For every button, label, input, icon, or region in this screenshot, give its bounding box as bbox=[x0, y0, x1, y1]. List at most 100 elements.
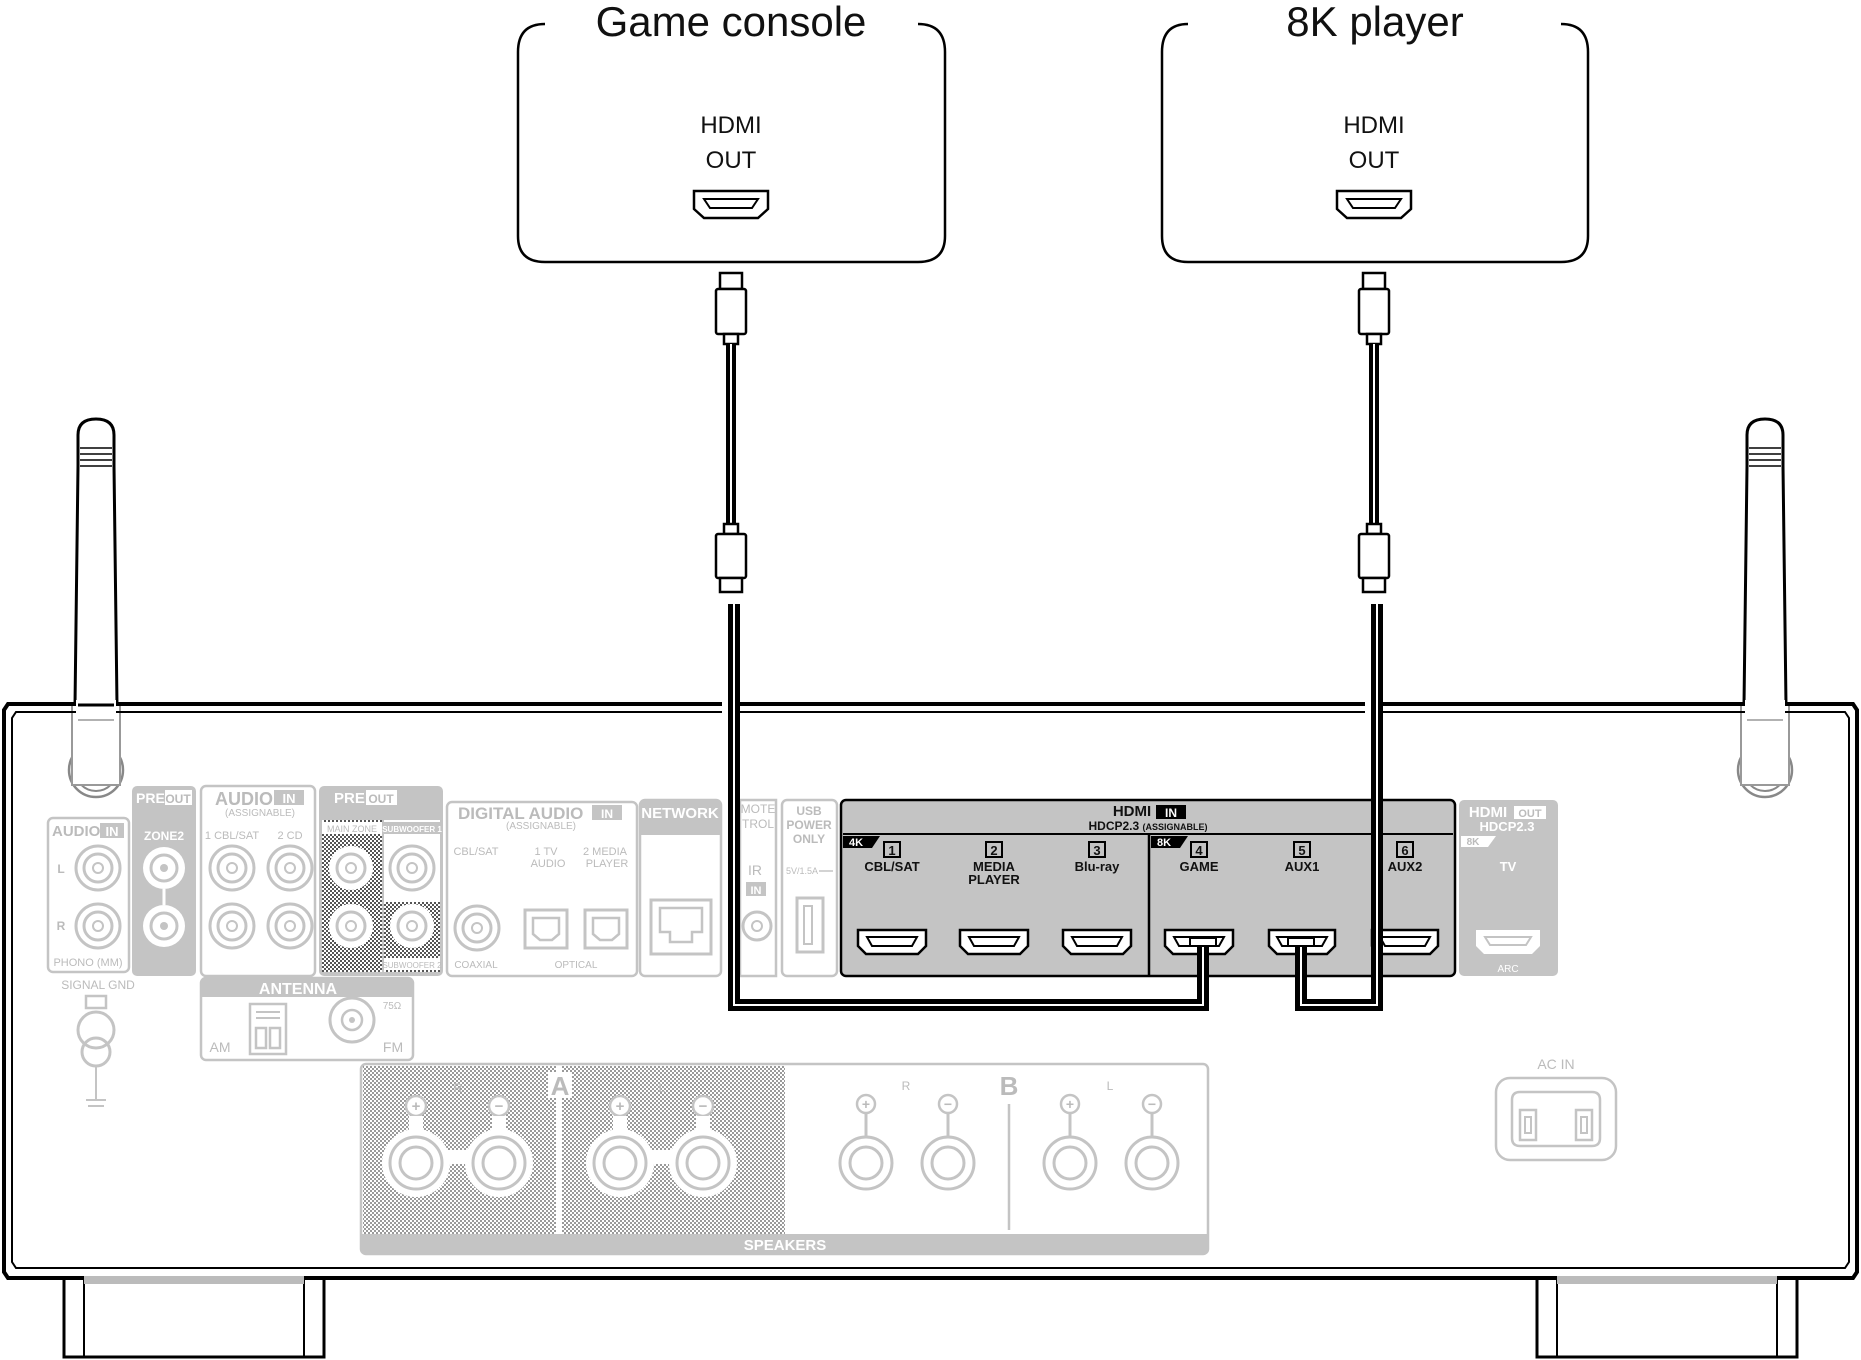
antenna-left bbox=[67, 417, 125, 799]
hdmi-input-1-label: CBL/SAT bbox=[864, 859, 919, 874]
audio-in-cbl-jack-left[interactable] bbox=[208, 844, 256, 892]
svg-text:−: − bbox=[1148, 1096, 1156, 1112]
digital-mp-label-2: PLAYER bbox=[586, 858, 629, 870]
hdmi-in-hdcp: HDCP2.3 (ASSIGNABLE) bbox=[1088, 819, 1207, 833]
hdmi-out-section: HDMI OUT HDCP2.3 8K TV ARC bbox=[1459, 800, 1558, 976]
coaxial-jack[interactable] bbox=[453, 904, 501, 952]
cable-route-8k-player-to-aux1-input bbox=[1287, 604, 1383, 1011]
zone2-label: ZONE2 bbox=[144, 829, 184, 843]
antenna-fm-label: FM bbox=[383, 1039, 403, 1055]
fm-antenna-connector[interactable] bbox=[328, 996, 376, 1044]
audio-in-cbl-label: 1 CBL/SAT bbox=[205, 830, 259, 842]
subwoofer1-label: SUBWOOFER 1 bbox=[382, 825, 442, 834]
pre-out-section: PRE OUT MAIN ZONE SUBWOOFER 1 SUBWOOFER … bbox=[319, 786, 443, 976]
optical-media-player-jack[interactable] bbox=[583, 908, 629, 950]
hdmi-input-3-num: 3 bbox=[1093, 843, 1100, 858]
speaker-a-r-terminals[interactable]: + − bbox=[382, 1094, 533, 1197]
optical-tv-audio-jack[interactable] bbox=[523, 908, 569, 950]
ac-in-label: AC IN bbox=[1537, 1056, 1574, 1072]
svg-text:−: − bbox=[495, 1098, 504, 1115]
audio-in-left-label: L bbox=[57, 862, 64, 876]
game-console-port-label-2: OUT bbox=[706, 147, 757, 174]
audio-in-badge: IN bbox=[106, 824, 119, 839]
remote-control-section: MOTE TROL IR IN bbox=[738, 798, 778, 978]
pre-out-badge: OUT bbox=[368, 792, 394, 806]
8k-player-hdmi-out-port[interactable] bbox=[1335, 189, 1413, 220]
remote-label-1: MOTE bbox=[741, 802, 776, 816]
hdmi-in-title: HDMI bbox=[1113, 803, 1151, 820]
hdmi-input-6-aux2[interactable]: 6 AUX2 bbox=[1370, 841, 1440, 956]
phono-jack-left[interactable] bbox=[74, 844, 122, 892]
digital-audio-in-section: DIGITAL AUDIO IN (ASSIGNABLE) CBL/SAT 1 … bbox=[445, 800, 639, 978]
zone2-jack-right[interactable] bbox=[143, 905, 185, 947]
hdmi-cable-game-console bbox=[714, 271, 748, 594]
zone2-jack-left[interactable] bbox=[143, 847, 185, 889]
usb-label-2: POWER bbox=[786, 818, 832, 832]
hdmi-out-tv-label: TV bbox=[1500, 859, 1517, 874]
antenna-title: ANTENNA bbox=[259, 981, 338, 998]
game-console-hdmi-out-port[interactable] bbox=[692, 189, 770, 220]
coaxial-label: COAXIAL bbox=[454, 960, 498, 971]
speaker-terminals-section: SPEAKERS A B R L R L + − + − bbox=[359, 1062, 1210, 1256]
game-console-port-label-1: HDMI bbox=[700, 112, 761, 139]
audio-in-cd-jack-left[interactable] bbox=[266, 844, 314, 892]
usb-power-section: USB POWER ONLY 5V/1.5A bbox=[780, 798, 839, 978]
ac-in-section: AC IN bbox=[1494, 1056, 1618, 1162]
remote-in-label: IN bbox=[751, 885, 762, 897]
speaker-b-r-terminals[interactable]: + − bbox=[838, 1093, 976, 1191]
digital-audio-title: DIGITAL AUDIO bbox=[458, 804, 583, 823]
pre-out-title: PRE bbox=[334, 790, 365, 807]
speakers-b-r-label: R bbox=[902, 1079, 911, 1093]
usb-label-1: USB bbox=[796, 804, 822, 818]
hdmi-input-1[interactable]: 1 CBL/SAT bbox=[856, 841, 928, 956]
subwoofer2-jack[interactable] bbox=[390, 904, 434, 948]
hdmi-in-hdcp-text: HDCP2.3 bbox=[1088, 819, 1139, 833]
main-zone-jack-left[interactable] bbox=[329, 846, 373, 890]
audio-in-assignable-badge: IN bbox=[283, 791, 296, 806]
optical-label: OPTICAL bbox=[555, 960, 598, 971]
8k-player-port-label-2: OUT bbox=[1349, 147, 1400, 174]
subwoofer1-jack[interactable] bbox=[388, 844, 436, 892]
remote-label-2: TROL bbox=[742, 817, 774, 831]
ac-in-inlet[interactable] bbox=[1494, 1076, 1618, 1162]
svg-text:+: + bbox=[412, 1098, 421, 1115]
hdmi-input-5-num: 5 bbox=[1298, 843, 1305, 858]
hdmi-out-hdcp: HDCP2.3 bbox=[1480, 819, 1535, 834]
phono-jack-right[interactable] bbox=[74, 902, 122, 950]
signal-gnd-label: SIGNAL GND bbox=[61, 978, 135, 992]
hdmi-cable-8k-player bbox=[1357, 271, 1391, 594]
hdmi-in-8k-tag: 8K bbox=[1157, 837, 1171, 849]
pre-out-zone2-section: PRE OUT ZONE2 bbox=[132, 786, 196, 976]
svg-text:+: + bbox=[862, 1096, 870, 1112]
main-zone-jack-right[interactable] bbox=[329, 904, 373, 948]
usb-port[interactable] bbox=[795, 896, 825, 954]
svg-text:−: − bbox=[699, 1098, 708, 1115]
hdmi-out-tv-port[interactable] bbox=[1476, 930, 1540, 954]
speaker-b-l-terminals[interactable]: + − bbox=[1042, 1093, 1180, 1191]
audio-in-right-label: R bbox=[57, 919, 66, 933]
speakers-a-label: A bbox=[551, 1071, 570, 1101]
hdmi-input-2-label-2: PLAYER bbox=[968, 872, 1020, 887]
usb-rating: 5V/1.5A bbox=[786, 866, 818, 876]
antenna-right bbox=[1736, 417, 1794, 799]
hdmi-input-2[interactable]: 2 MEDIA PLAYER bbox=[958, 841, 1030, 956]
hdmi-input-5-label: AUX1 bbox=[1285, 859, 1320, 874]
antenna-terminal-section: ANTENNA AM FM 75Ω bbox=[199, 976, 415, 1062]
remote-ir-in-jack[interactable] bbox=[741, 910, 773, 942]
hdmi-input-4-game[interactable]: 4 GAME bbox=[1163, 841, 1235, 956]
hdmi-input-3[interactable]: 3 Blu-ray bbox=[1061, 841, 1133, 956]
digital-audio-sub: (ASSIGNABLE) bbox=[506, 821, 576, 832]
svg-text:−: − bbox=[944, 1096, 952, 1112]
signal-gnd-terminal[interactable]: SIGNAL GND bbox=[61, 978, 135, 1107]
audio-in-title: AUDIO bbox=[52, 823, 101, 840]
svg-text:+: + bbox=[616, 1098, 625, 1115]
digital-audio-badge: IN bbox=[601, 807, 613, 821]
8k-player-title: 8K player bbox=[1286, 0, 1463, 45]
audio-in-cbl-jack-right[interactable] bbox=[208, 902, 256, 950]
network-ethernet-port[interactable] bbox=[649, 898, 713, 956]
am-antenna-terminal[interactable] bbox=[248, 1002, 288, 1056]
audio-in-cd-jack-right[interactable] bbox=[266, 902, 314, 950]
speaker-a-l-terminals[interactable]: + − bbox=[586, 1094, 737, 1197]
hdmi-in-section: HDMI IN HDCP2.3 (ASSIGNABLE) 4K 8K 1 CBL… bbox=[839, 798, 1457, 978]
pre-out-zone2-title: PRE bbox=[136, 790, 165, 806]
